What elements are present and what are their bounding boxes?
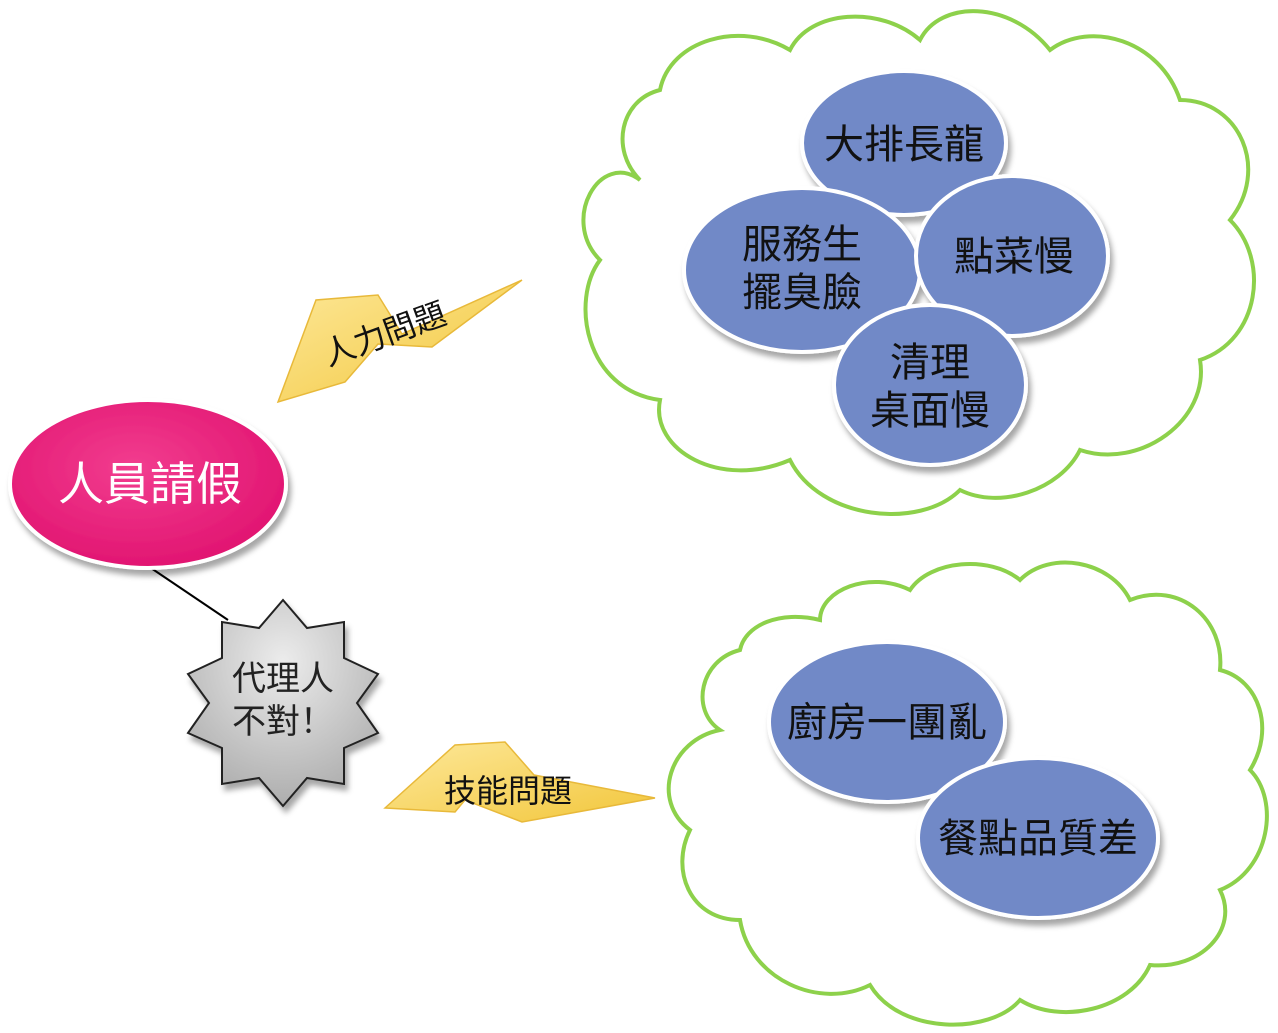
bubble-poor-quality-label: 餐點品質差 bbox=[938, 816, 1138, 862]
bubble-long-queue bbox=[800, 69, 1008, 217]
top-bubbles bbox=[682, 69, 1110, 467]
star-badge-line1: 代理人 bbox=[232, 659, 334, 699]
connector-line bbox=[147, 565, 229, 621]
bubble-slow-order-label: 點菜慢 bbox=[954, 234, 1074, 280]
center-node bbox=[8, 398, 288, 570]
bottom-bolt bbox=[383, 741, 656, 823]
bubble-slow-cleaning bbox=[832, 303, 1028, 467]
bubble-slow-order bbox=[914, 174, 1110, 338]
top-bolt bbox=[276, 279, 523, 404]
bubble-messy-kitchen bbox=[767, 640, 1007, 804]
bubble-long-queue-label: 大排長龍 bbox=[824, 122, 984, 168]
bubble-messy-kitchen-label: 廚房一團亂 bbox=[787, 700, 987, 746]
bubble-poor-quality bbox=[916, 756, 1160, 920]
star-badge bbox=[186, 598, 380, 808]
bottom-bolt-label: 技能問題 bbox=[444, 772, 572, 810]
bubble-slow-cleaning-line1: 清理 bbox=[890, 340, 970, 386]
bottom-bubbles bbox=[767, 640, 1160, 920]
star-badge-line2: 不對！ bbox=[232, 702, 334, 742]
center-label: 人員請假 bbox=[58, 457, 242, 511]
bubble-waiter-attitude-line2: 擺臭臉 bbox=[742, 270, 862, 316]
bubble-waiter-attitude-line1: 服務生 bbox=[742, 222, 862, 268]
bubble-slow-cleaning-line2: 桌面慢 bbox=[870, 388, 990, 434]
